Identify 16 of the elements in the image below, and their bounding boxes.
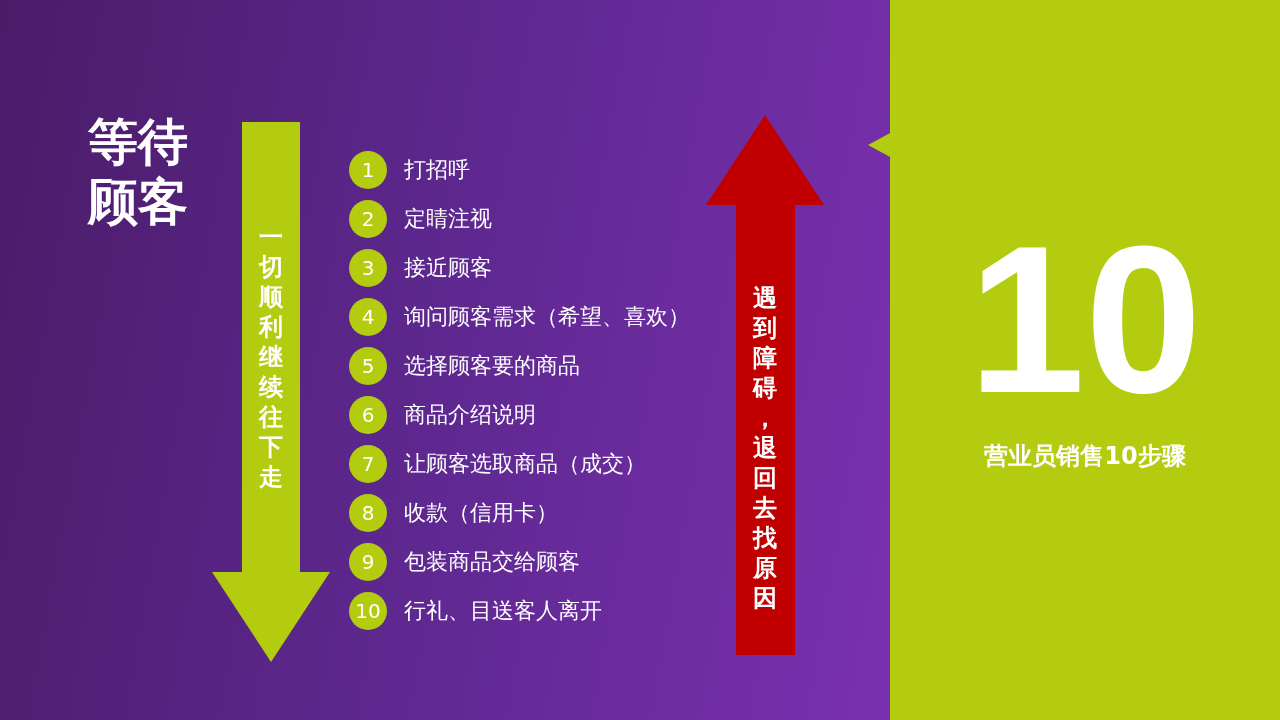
step-text: 接近顾客 bbox=[404, 254, 492, 282]
step-text: 打招呼 bbox=[404, 156, 470, 184]
step-text: 收款（信用卡） bbox=[404, 499, 558, 527]
step-text: 询问顾客需求（希望、喜欢） bbox=[404, 303, 690, 331]
step-text: 让顾客选取商品（成交） bbox=[404, 450, 646, 478]
side-panel bbox=[890, 0, 1280, 720]
arrow-text: 遇到障碍，退回去找原因 bbox=[753, 283, 777, 613]
step-text: 商品介绍说明 bbox=[404, 401, 536, 429]
big-number: 10 bbox=[967, 205, 1203, 435]
panel-subtitle: 营业员销售10步骤 bbox=[983, 441, 1187, 472]
step-text: 行礼、目送客人离开 bbox=[404, 597, 602, 625]
arrow-text: 一切顺利继续往下走 bbox=[259, 222, 283, 492]
step-text: 定睛注视 bbox=[404, 205, 492, 233]
step-text: 包装商品交给顾客 bbox=[404, 548, 580, 576]
step-text: 选择顾客要的商品 bbox=[404, 352, 580, 380]
heading: 等待顾客 bbox=[88, 112, 189, 232]
